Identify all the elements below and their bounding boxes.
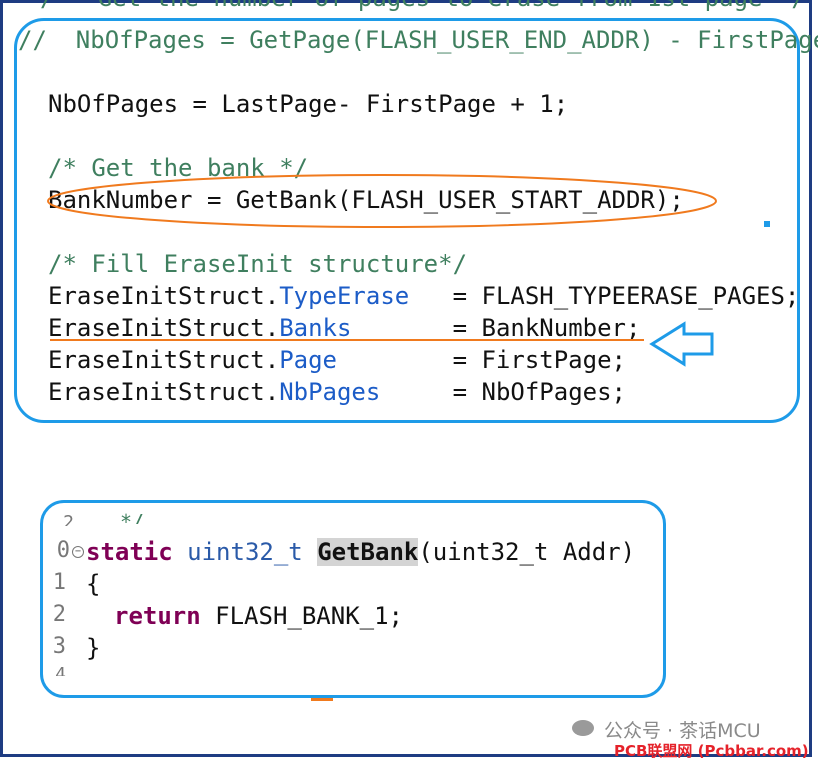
- cut-comment-end: */: [120, 510, 145, 524]
- line-number-4-cut: 4: [55, 664, 66, 676]
- comment-nbofpages-line: // NbOfPages = GetPage(FLASH_USER_END_AD…: [18, 26, 818, 54]
- close-brace: }: [86, 634, 101, 662]
- cut-top-line: / Get the number of pages to erase from …: [0, 0, 818, 18]
- nbofpages-line: NbOfPages = LastPage- FirstPage + 1;: [48, 90, 569, 118]
- getbank-signature: static uint32_t GetBank(uint32_t Addr): [86, 538, 636, 566]
- line-number-2: 2: [52, 602, 66, 627]
- return-line: return FLASH_BANK_1;: [114, 602, 403, 630]
- comment-fill-eraseinit: /* Fill EraseInit structure*/: [48, 250, 468, 278]
- banknumber-line: BankNumber = GetBank(FLASH_USER_START_AD…: [48, 186, 684, 214]
- line-number-1: 1: [52, 570, 66, 595]
- line-number-cut: 2: [63, 512, 74, 526]
- collapse-icon[interactable]: −: [72, 546, 84, 558]
- getbank-function-name: GetBank: [317, 538, 419, 566]
- assignment-page: EraseInitStruct.Page = FirstPage;: [48, 346, 626, 374]
- assignment-banks: EraseInitStruct.Banks = BankNumber;: [48, 314, 641, 342]
- bottom-code-panel: [40, 500, 666, 698]
- open-brace: {: [86, 570, 101, 598]
- comment-get-bank: /* Get the bank */: [48, 154, 309, 182]
- assignment-nbpages: EraseInitStruct.NbPages = NbOfPages;: [48, 378, 626, 406]
- wechat-icon: [572, 720, 594, 736]
- assignment-typeerase: EraseInitStruct.TypeErase = FLASH_TYPEER…: [48, 282, 800, 310]
- line-number-0: 0: [56, 538, 70, 563]
- line-number-3: 3: [52, 634, 66, 659]
- watermark-site: PCB联盟网 (Pcbbar.com): [614, 742, 809, 760]
- watermark-channel: 公众号 · 茶话MCU: [604, 720, 761, 742]
